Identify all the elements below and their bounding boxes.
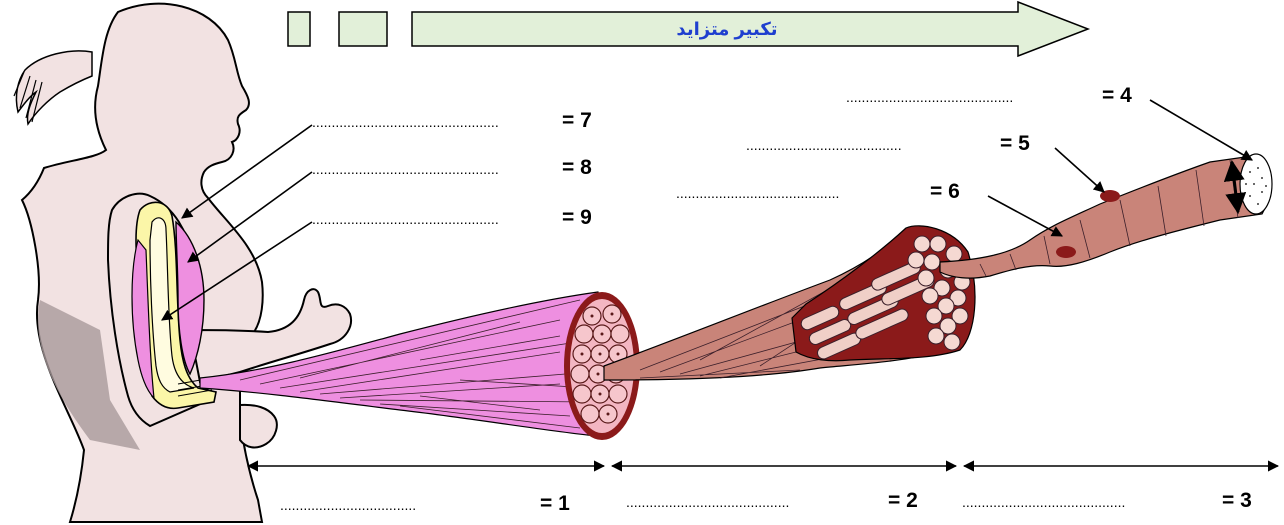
- magnification-banner: تكبير متزايد: [287, 0, 1091, 58]
- banner-arrow: [411, 0, 1091, 58]
- label-3-dots: ........................................…: [962, 494, 1125, 510]
- label-8-number: = 8: [562, 156, 592, 179]
- fiber-end: [1239, 153, 1273, 215]
- human-figure: [13, 2, 352, 523]
- label-2-number: = 2: [888, 489, 918, 512]
- label-4-number: = 4: [1102, 84, 1132, 107]
- label-2-dots: ........................................…: [626, 494, 789, 510]
- ponytail: [15, 50, 93, 126]
- diameter-arrow: [1223, 159, 1247, 215]
- label-5-number: = 5: [1000, 132, 1030, 155]
- fascicle-dots: [580, 312, 620, 416]
- label-9-dots: ........................................…: [312, 211, 499, 227]
- fiber-body: [939, 155, 1269, 279]
- label-4-dots: ........................................…: [846, 89, 1013, 105]
- label-5-dots: ........................................: [746, 137, 902, 153]
- bone-inner: [149, 217, 195, 393]
- label-6-number: = 6: [930, 180, 960, 203]
- fiber-bands: [979, 159, 1239, 277]
- triceps-muscle: [131, 238, 155, 400]
- nucleus-2: [1056, 246, 1076, 258]
- banner-small-box-2: [338, 11, 388, 47]
- back-shadow: [38, 300, 140, 450]
- leader-lines: [161, 99, 1253, 321]
- label-1-number: = 1: [540, 492, 570, 515]
- fiber-magnified: [939, 153, 1273, 279]
- label-7-dots: ........................................…: [312, 114, 499, 130]
- label-3-number: = 3: [1222, 489, 1252, 512]
- label-1-dots: ...................................: [280, 497, 416, 513]
- banner-text: تكبير متزايد: [676, 19, 777, 40]
- nucleus-1: [1100, 190, 1120, 202]
- fascicle-magnified: [603, 225, 976, 381]
- forearm-hand: [188, 288, 352, 384]
- label-blanks: ........................................…: [280, 84, 1252, 515]
- label-6-dots: ........................................…: [676, 185, 839, 201]
- muscle-striations: [239, 299, 591, 429]
- label-7-number: = 7: [562, 109, 592, 132]
- label-9-number: = 9: [562, 206, 592, 229]
- lower-hand: [239, 403, 278, 449]
- muscle-magnified: [199, 291, 640, 440]
- hair-strands: [13, 71, 43, 123]
- banner-small-box-1: [287, 11, 311, 47]
- label-8-dots: ........................................…: [312, 161, 499, 177]
